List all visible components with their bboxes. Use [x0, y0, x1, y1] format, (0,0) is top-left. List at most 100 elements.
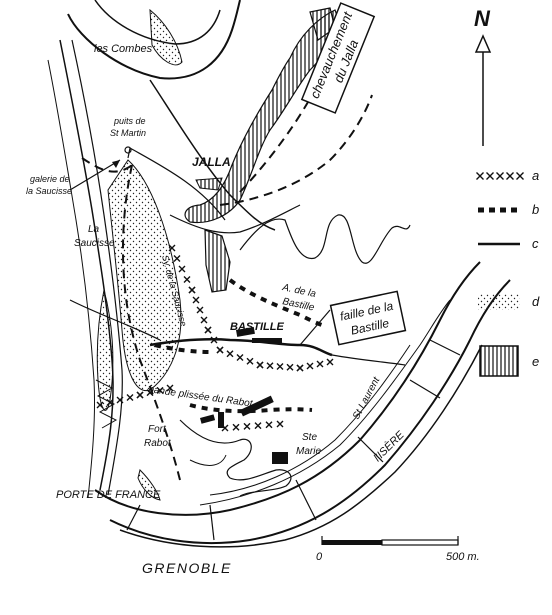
puits-marker [124, 146, 132, 154]
scale-bar: 0 500 m. [316, 536, 480, 563]
mountain-road [239, 214, 411, 264]
cross-mark [116, 396, 124, 404]
embankment-line [119, 344, 483, 548]
arrow-faille [299, 309, 331, 346]
cross-mark [265, 421, 273, 429]
label-fort-2: Rabot [144, 438, 172, 449]
scale-bar-empty [381, 539, 459, 546]
faille-box: faille de la Bastille [329, 290, 407, 346]
cross-mark [126, 394, 134, 401]
west-road-3 [47, 59, 96, 499]
cross-mark [243, 422, 251, 430]
embankment-line-inner [199, 299, 451, 506]
stipple-unit-saucisse [107, 159, 182, 392]
stipple-unit-west [96, 289, 114, 411]
cross-mark [476, 172, 484, 180]
cross-mark [266, 362, 274, 370]
label-la-2: Saucisse [74, 238, 115, 249]
cross-mark [516, 172, 524, 180]
arrowhead-galerie [112, 160, 120, 168]
cross-mark [204, 326, 212, 334]
serpentine-road-2 [189, 454, 227, 466]
cross-mark [326, 358, 334, 366]
fault-bastille [149, 337, 333, 357]
label-fort-1: Fort [148, 424, 167, 435]
cross-mark [276, 420, 284, 428]
cross-mark [296, 364, 304, 372]
cross-mark [232, 423, 240, 431]
cross-mark [106, 399, 114, 406]
cross-mark [256, 361, 264, 369]
cross-mark [96, 401, 104, 409]
cross-mark [200, 316, 208, 324]
cross-mark [496, 172, 504, 180]
cross-mark [196, 306, 204, 314]
structure-a-crosses [96, 244, 334, 432]
cross-mark [168, 244, 176, 252]
cross-mark [286, 363, 294, 371]
cross-mark [226, 350, 234, 358]
legend-e-key: e [532, 354, 539, 369]
scale-start-label: 0 [316, 551, 323, 563]
thrust-dashed-west [81, 157, 133, 173]
cross-mark [506, 172, 514, 180]
cross-mark [316, 360, 324, 368]
label-grenoble: GRENOBLE [142, 560, 232, 576]
legend: a b c d e [476, 168, 540, 377]
scale-end-label: 500 m. [446, 551, 480, 563]
thrust-jalla-dashed-3 [219, 94, 373, 206]
cross-mark [306, 362, 314, 370]
cross-mark [192, 296, 200, 304]
scale-bar-filled [322, 540, 382, 545]
label-bastille: BASTILLE [230, 321, 284, 333]
west-road [59, 39, 114, 491]
label-galerie-1: galerie de [30, 174, 70, 184]
jalla-ridge [149, 79, 276, 231]
cross-mark [254, 422, 262, 430]
bridges [126, 339, 461, 541]
legend-e-symbol [479, 345, 519, 377]
north-label: N [474, 6, 491, 31]
legend-a-symbol [476, 172, 524, 180]
north-arrow-head [474, 34, 492, 53]
cross-mark [188, 286, 196, 294]
stipple-unit-north [149, 8, 183, 66]
hatch-unit-jalla-small [195, 177, 223, 191]
cross-mark [136, 391, 144, 399]
embankment-line-2 [209, 344, 411, 496]
cross-mark [173, 255, 181, 262]
label-ste-2: Marie [296, 446, 321, 457]
cross-mark [216, 346, 224, 354]
label-ste-1: Ste [302, 432, 317, 443]
hatch-unit-jalla [184, 9, 338, 224]
isere-south-bank [94, 261, 481, 516]
isere-upper-bank [67, 0, 241, 80]
cross-mark [221, 424, 229, 432]
fort-buildings [200, 326, 288, 464]
legend-d-symbol [478, 294, 520, 310]
ridge-line-2 [169, 204, 301, 234]
legend-a-key: a [532, 168, 539, 183]
legend-c-key: c [532, 236, 539, 251]
label-porte: PORTE DE FRANCE [56, 489, 161, 501]
cross-mark [246, 357, 254, 365]
fault-line-north [129, 147, 226, 221]
label-st-laurent: St Laurent [351, 374, 383, 421]
label-puits-1: puits de [113, 116, 146, 126]
fault-bastille-extension [331, 354, 406, 366]
label-les-combes: les Combes [94, 43, 153, 55]
legend-b-key: b [532, 202, 539, 217]
west-road-2 [71, 39, 123, 496]
cross-mark [166, 384, 174, 392]
fault-line-west [69, 299, 161, 341]
label-bande: bande plissée du Rabot [148, 384, 255, 410]
structure-b-dashed-2 [154, 343, 211, 354]
cross-mark [276, 363, 284, 370]
hatch-unit-center [204, 229, 231, 293]
cross-mark [156, 386, 164, 394]
north-arrow: N [474, 6, 492, 146]
arrow-galerie [69, 159, 121, 191]
cross-mark [183, 276, 191, 283]
stipple-unit-south [137, 469, 161, 501]
